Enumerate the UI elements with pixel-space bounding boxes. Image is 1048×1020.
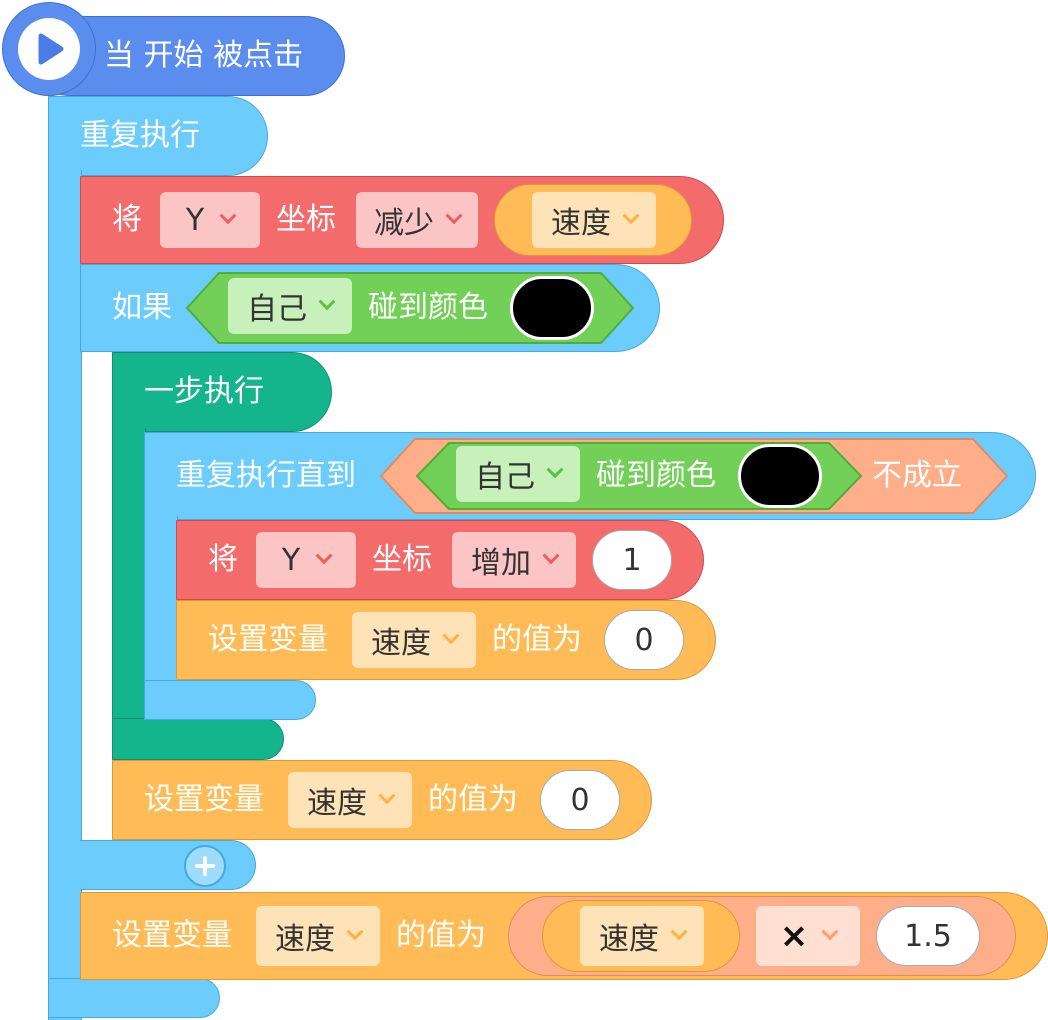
sprite-dropdown[interactable]: 自己 xyxy=(228,278,352,334)
play-icon xyxy=(18,18,80,80)
value-of-label: 的值为 xyxy=(492,622,582,657)
forever-loop-label: 重复执行 xyxy=(80,118,200,153)
step-foot xyxy=(112,718,284,760)
operation-value: 减少 xyxy=(374,206,434,241)
number-input[interactable]: 0 xyxy=(540,770,620,830)
variable-dropdown[interactable]: 速度 xyxy=(288,772,412,828)
step-label: 一步执行 xyxy=(144,374,264,409)
axis-dropdown[interactable]: Y xyxy=(256,532,356,588)
color-swatch[interactable] xyxy=(510,276,594,340)
variable-value: 速度 xyxy=(371,626,431,661)
plus-icon xyxy=(195,856,215,876)
operation-dropdown[interactable]: 减少 xyxy=(356,192,478,248)
chevron-down-icon xyxy=(622,207,640,225)
chevron-down-icon xyxy=(821,923,839,941)
variable-value: 速度 xyxy=(307,786,367,821)
set-variable-label: 设置变量 xyxy=(144,782,264,817)
chevron-down-icon xyxy=(346,923,364,941)
variable-value: 速度 xyxy=(551,206,611,241)
axis-value: Y xyxy=(185,202,205,238)
repeat-until-arm xyxy=(144,516,178,686)
operator-value: × xyxy=(779,916,809,956)
chevron-down-icon xyxy=(318,293,336,311)
set-variable-label: 设置变量 xyxy=(208,622,328,657)
not-label: 不成立 xyxy=(872,458,962,493)
variable-dropdown[interactable]: 速度 xyxy=(256,906,380,966)
touch-color-label: 碰到颜色 xyxy=(368,290,488,325)
repeat-until-foot xyxy=(144,680,316,720)
axis-value: Y xyxy=(281,542,301,578)
number-input[interactable]: 1 xyxy=(592,530,672,590)
chevron-down-icon xyxy=(670,923,688,941)
coord-label: 坐标 xyxy=(372,542,432,577)
set-variable-label: 设置变量 xyxy=(112,918,232,953)
axis-dropdown[interactable]: Y xyxy=(160,192,260,248)
forever-loop-foot xyxy=(48,978,220,1018)
variable-dropdown[interactable]: 速度 xyxy=(580,906,704,966)
number-input[interactable]: 0 xyxy=(604,610,684,670)
variable-value: 速度 xyxy=(275,922,335,957)
step-block[interactable] xyxy=(112,352,332,432)
repeat-until-label: 重复执行直到 xyxy=(176,458,356,493)
touch-color-label: 碰到颜色 xyxy=(596,458,716,493)
color-swatch[interactable] xyxy=(738,444,822,508)
forever-loop-block[interactable] xyxy=(48,96,268,176)
forever-loop-arm xyxy=(48,170,82,1020)
step-arm xyxy=(112,428,146,722)
operator-dropdown[interactable]: × xyxy=(756,906,860,966)
operation-value: 增加 xyxy=(471,546,531,581)
value-of-label: 的值为 xyxy=(396,918,486,953)
value-of-label: 的值为 xyxy=(428,782,518,817)
chevron-down-icon xyxy=(315,547,333,565)
hat-label: 当 开始 被点击 xyxy=(104,38,304,73)
change-y-verb: 将 xyxy=(112,202,142,237)
chevron-down-icon xyxy=(442,627,460,645)
chevron-down-icon xyxy=(445,207,463,225)
if-label: 如果 xyxy=(112,290,172,325)
operation-dropdown[interactable]: 增加 xyxy=(452,532,576,588)
chevron-down-icon xyxy=(378,787,396,805)
if-block-foot xyxy=(80,840,256,890)
sprite-value: 自己 xyxy=(247,292,307,327)
sprite-dropdown[interactable]: 自己 xyxy=(456,446,580,502)
number-input[interactable]: 1.5 xyxy=(876,906,980,966)
variable-dropdown[interactable]: 速度 xyxy=(352,612,476,668)
change-y-verb: 将 xyxy=(208,542,238,577)
variable-value: 速度 xyxy=(599,922,659,957)
chevron-down-icon xyxy=(219,207,237,225)
variable-dropdown[interactable]: 速度 xyxy=(532,192,656,248)
chevron-down-icon xyxy=(546,461,564,479)
sprite-value: 自己 xyxy=(475,460,535,495)
chevron-down-icon xyxy=(542,547,560,565)
add-else-button[interactable] xyxy=(184,845,226,887)
coord-label: 坐标 xyxy=(276,202,336,237)
